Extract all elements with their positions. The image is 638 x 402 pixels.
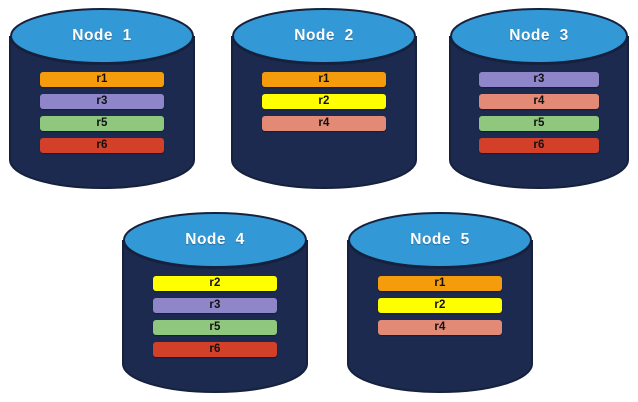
- replica-label: r5: [209, 320, 221, 333]
- replica-bar[interactable]: r2: [262, 94, 386, 109]
- replica-stack: r1 r2 r4: [232, 72, 416, 131]
- replica-label: r4: [434, 320, 446, 333]
- cylinder-top-ellipse: [10, 8, 194, 64]
- cylinder-top-ellipse: [123, 212, 307, 268]
- replica-bar[interactable]: r6: [153, 342, 277, 357]
- replica-bar[interactable]: r2: [378, 298, 502, 313]
- replica-label: r2: [209, 276, 221, 289]
- replica-bar[interactable]: r1: [378, 276, 502, 291]
- replica-label: r1: [434, 276, 446, 289]
- replica-bar[interactable]: r3: [40, 94, 164, 109]
- replica-bar[interactable]: r4: [479, 94, 599, 109]
- replica-bar[interactable]: r4: [378, 320, 502, 335]
- replica-label: r2: [434, 298, 446, 311]
- replica-bar[interactable]: r6: [479, 138, 599, 153]
- replica-bar[interactable]: r4: [262, 116, 386, 131]
- replica-stack: r2 r3 r5 r6: [123, 276, 307, 357]
- replica-bar[interactable]: r6: [40, 138, 164, 153]
- cylinder-top-ellipse: [450, 8, 628, 64]
- replica-label: r5: [96, 116, 108, 129]
- replica-bar[interactable]: r1: [262, 72, 386, 87]
- replica-label: r6: [533, 138, 545, 151]
- replica-bar[interactable]: r3: [153, 298, 277, 313]
- replica-label: r4: [318, 116, 330, 129]
- replica-label: r1: [318, 72, 330, 85]
- replica-label: r3: [533, 72, 545, 85]
- replica-stack: r1 r3 r5 r6: [10, 72, 194, 153]
- replica-label: r6: [96, 138, 108, 151]
- replica-label: r3: [96, 94, 108, 107]
- replica-bar[interactable]: r1: [40, 72, 164, 87]
- replica-label: r5: [533, 116, 545, 129]
- replica-stack: r3 r4 r5 r6: [450, 72, 628, 153]
- replica-bar[interactable]: r2: [153, 276, 277, 291]
- replica-label: r6: [209, 342, 221, 355]
- replica-bar[interactable]: r5: [40, 116, 164, 131]
- replica-bar[interactable]: r3: [479, 72, 599, 87]
- replica-bar[interactable]: r5: [479, 116, 599, 131]
- replica-label: r2: [318, 94, 330, 107]
- replica-label: r4: [533, 94, 545, 107]
- replica-label: r1: [96, 72, 108, 85]
- replica-stack: r1 r2 r4: [348, 276, 532, 335]
- replica-bar[interactable]: r5: [153, 320, 277, 335]
- cylinder-top-ellipse: [232, 8, 416, 64]
- replica-label: r3: [209, 298, 221, 311]
- cylinder-top-ellipse: [348, 212, 532, 268]
